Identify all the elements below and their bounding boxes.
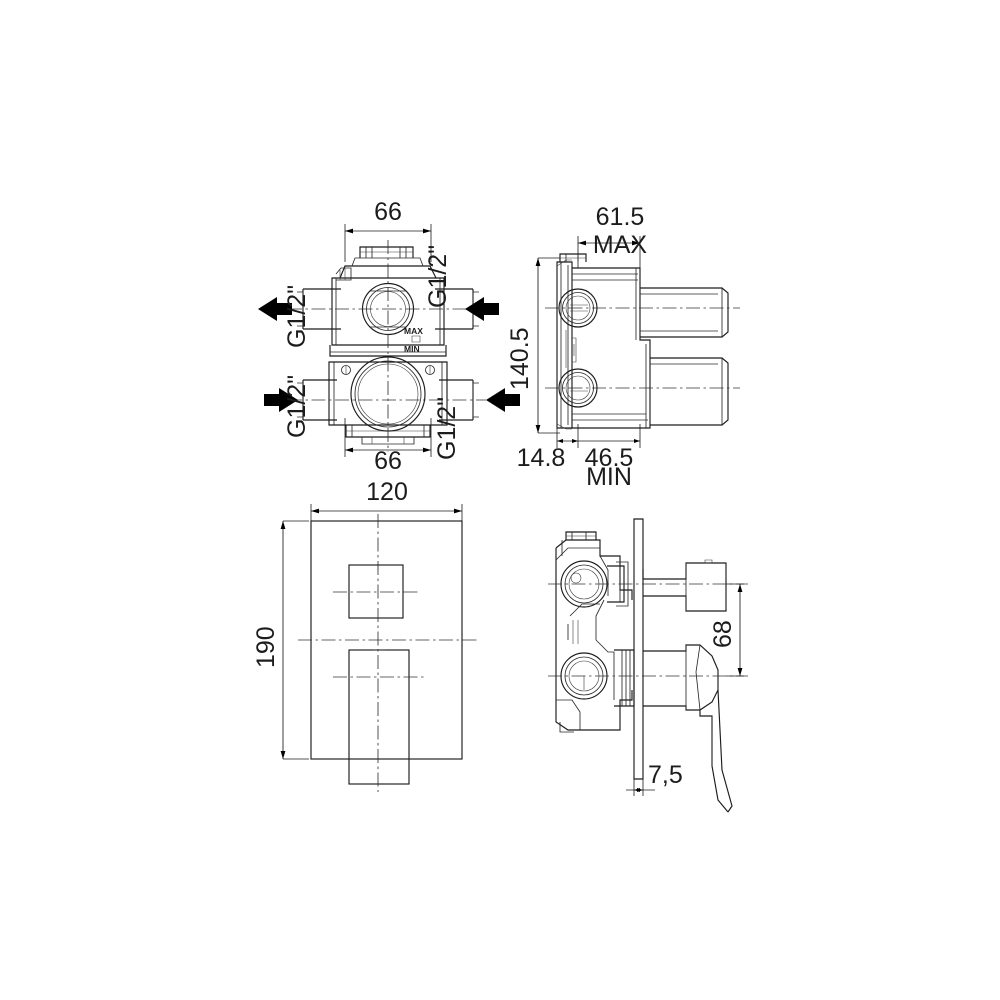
flow-arrow-bottom-right	[486, 388, 520, 412]
diverter-button-side	[642, 559, 727, 612]
body-mark-max: MAX	[404, 326, 423, 336]
dimension-label-66-top: 66	[374, 198, 402, 226]
dimension-46-5-min: 46.5 MIN	[578, 424, 641, 491]
lever-handle-block	[348, 649, 410, 785]
dimension-qualifier-min: MIN	[586, 463, 632, 491]
dimension-7-5: 7,5	[626, 761, 683, 796]
port-stub-upper-left	[297, 288, 341, 330]
dimension-68: 68	[709, 583, 744, 677]
port-label-g12-top-left: G1/2"	[283, 285, 311, 348]
dimension-66-top: 66	[344, 198, 432, 262]
dimension-61-5-max: 61.5 MAX	[577, 203, 648, 268]
view-valve-body-front: 66 66	[258, 198, 520, 475]
view-assembled-mixer-side: 68 7,5	[548, 518, 748, 813]
dimension-label-46-5: 46.5	[585, 444, 634, 472]
port-label-g12-top-right: G1/2"	[424, 245, 452, 308]
flow-arrow-bottom-left	[264, 388, 298, 412]
dimension-label-7-5: 7,5	[648, 761, 683, 789]
dimension-120: 120	[310, 478, 463, 528]
dimension-14-8: 14.8	[517, 424, 579, 472]
body-mark-min: MIN	[404, 344, 420, 354]
dimension-140-5: 140.5	[506, 257, 560, 434]
dimension-label-68: 68	[709, 620, 737, 648]
dimension-label-14-8: 14.8	[517, 444, 566, 472]
dimension-190: 190	[252, 520, 309, 760]
flow-arrow-top-left	[258, 297, 292, 321]
port-label-g12-bottom-right: G1/2"	[433, 397, 461, 460]
port-label-g12-bottom-left: G1/2"	[283, 375, 311, 438]
dimension-label-120: 120	[366, 478, 408, 506]
dimension-qualifier-max: MAX	[593, 231, 648, 259]
wall-escutcheon-plate	[633, 518, 644, 780]
view-trim-plate-front: 120 190	[252, 478, 478, 792]
dimension-label-190: 190	[252, 626, 280, 668]
port-stub-lower-right	[439, 379, 479, 421]
dimension-label-61-5: 61.5	[596, 203, 645, 231]
diverter-button	[348, 564, 404, 619]
view-valve-body-side: 61.5 MAX 140.5 14.8 46.5 MIN	[506, 203, 740, 491]
lever-handle-side	[643, 644, 733, 813]
dimension-66-bottom: 66	[344, 418, 432, 475]
valve-body-assembled	[555, 531, 635, 733]
port-stub-lower-left	[297, 379, 337, 421]
dimension-label-140-5: 140.5	[506, 327, 534, 390]
flow-arrow-top-right	[465, 297, 499, 321]
valve-body-side-geometry	[556, 253, 729, 430]
dimension-label-66-bottom: 66	[374, 447, 402, 475]
